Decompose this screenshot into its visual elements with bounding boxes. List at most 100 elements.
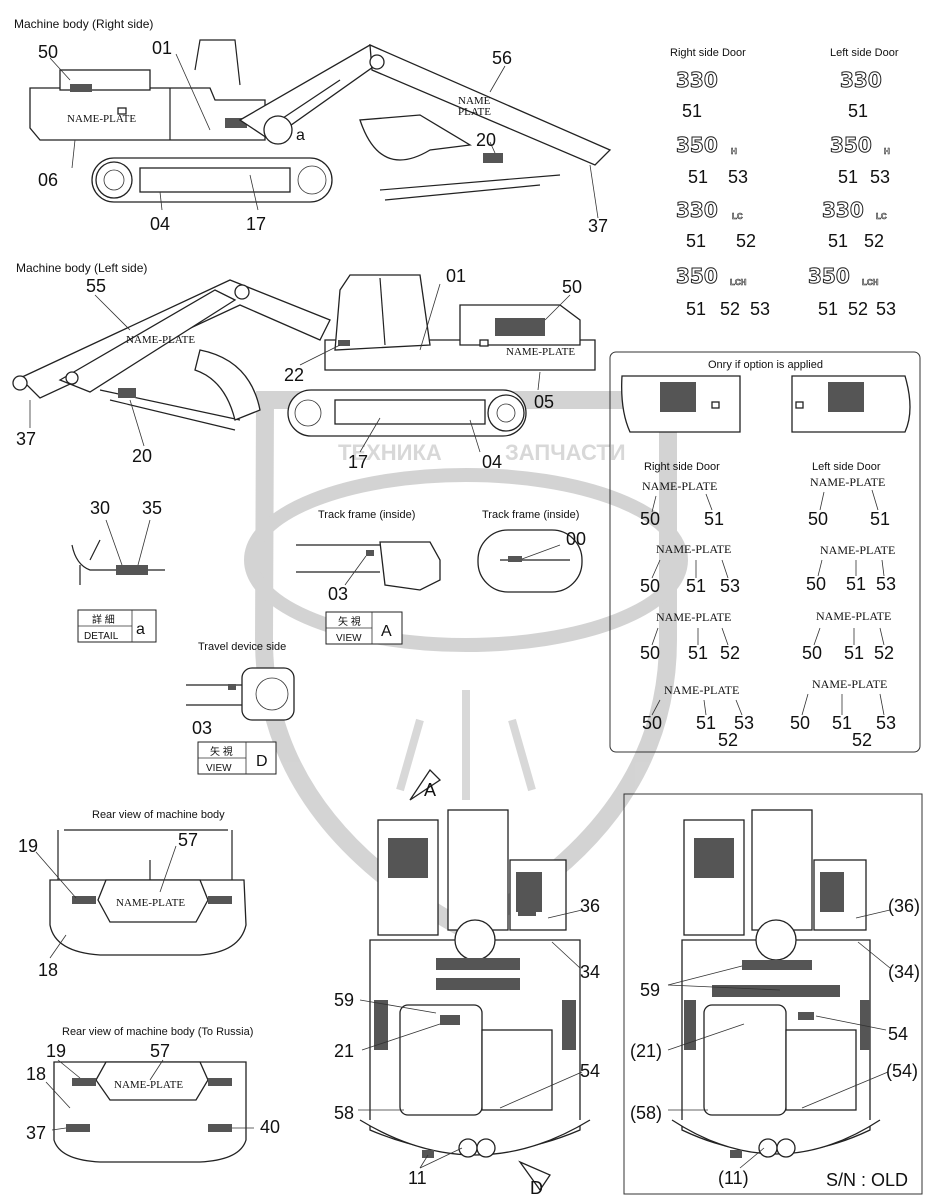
view-d-letter: D (256, 753, 268, 770)
badge-350-right: 350 (676, 264, 718, 288)
track-frame-title-2: Track frame (inside) (482, 509, 579, 521)
callout-30: 30 (90, 498, 110, 518)
view-a-box: 矢 視 VIEW A (325, 611, 403, 645)
callout-55: 55 (86, 276, 106, 296)
view-a-en-label: VIEW (336, 633, 362, 644)
watermark-right-text: ЗАПЧАСТИ (505, 440, 626, 465)
callout-52: 52 (720, 643, 740, 663)
callout-34-old: (34) (888, 962, 920, 982)
badge-lch-left: LCH (862, 278, 879, 287)
callout-59-old: 59 (640, 980, 660, 1000)
callout-36-old: (36) (888, 896, 920, 916)
view-d-en-label: VIEW (206, 763, 232, 774)
opt-nameplate-4-right: NAME-PLATE (664, 683, 739, 697)
badges-330: 330 330 (676, 68, 883, 93)
callout-53: 53 (876, 574, 896, 594)
callout-50: 50 (562, 277, 582, 297)
rear-nameplate: NAME-PLATE (116, 897, 185, 909)
callout-59: 59 (334, 990, 354, 1010)
callout-51: 51 (686, 576, 706, 596)
badges-350h: 350 H 350 H (676, 133, 891, 158)
view-a-arrow: A (409, 768, 442, 801)
callout-17: 17 (246, 214, 266, 234)
callout-54b-old: (54) (886, 1061, 918, 1081)
callout-52: 52 (848, 299, 868, 319)
badges-330lc: 330 LC 330 LC (676, 198, 888, 223)
right-side-title: Machine body (Right side) (14, 17, 153, 31)
callout-50: 50 (38, 42, 58, 62)
detail-a-sketch (71, 519, 165, 585)
excavator-right-side (29, 39, 612, 203)
rear-leaders (35, 845, 177, 959)
opt-nameplate-3-right: NAME-PLATE (656, 610, 731, 624)
serial-label: S/N : OLD (826, 1170, 908, 1190)
badge-350-right: 350 (676, 133, 718, 157)
left-door-title: Left side Door (830, 47, 899, 59)
track-frame-sketch-2 (477, 529, 583, 593)
travel-device-sketch (186, 667, 295, 721)
top-view-old-leaders (667, 909, 891, 1169)
view-d-box: 矢 視 VIEW D (197, 741, 277, 775)
callout-34: 34 (580, 962, 600, 982)
rear-view-russia-sketch (53, 1061, 247, 1163)
badge-h-right: H (731, 147, 737, 156)
badge-350-left: 350 (808, 264, 850, 288)
badge-lch-right: LCH (730, 278, 747, 287)
callout-03: 03 (328, 584, 348, 604)
left-side-title: Machine body (Left side) (16, 261, 147, 275)
callout-50: 50 (802, 643, 822, 663)
view-d-arrow-letter: D (530, 1178, 543, 1198)
option-door-sketches (621, 375, 911, 433)
opt-nameplate-3-left: NAME-PLATE (816, 609, 891, 623)
callout-04: 04 (482, 452, 502, 472)
callout-51: 51 (818, 299, 838, 319)
callout-51: 51 (686, 231, 706, 251)
badge-330-right: 330 (676, 68, 718, 92)
opt-nameplate-2-left: NAME-PLATE (820, 543, 895, 557)
callout-51: 51 (828, 231, 848, 251)
callout-51: 51 (704, 509, 724, 529)
top-view-sketch (359, 809, 591, 1158)
nameplate-right-body: NAME-PLATE (67, 113, 136, 125)
callout-52: 52 (718, 730, 738, 750)
callout-40: 40 (260, 1117, 280, 1137)
nameplate-left-boom: NAME-PLATE (126, 334, 195, 346)
callout-51: 51 (686, 299, 706, 319)
view-d-jp-label: 矢 視 (210, 745, 233, 758)
track-frame-sketch-1 (296, 541, 441, 591)
badge-330-left: 330 (840, 68, 882, 92)
callout-53: 53 (720, 576, 740, 596)
callout-50: 50 (806, 574, 826, 594)
opt-nameplate-1-right: NAME-PLATE (642, 479, 717, 493)
callout-54-old: 54 (888, 1024, 908, 1044)
leaders-right-side (49, 53, 599, 219)
callout-52: 52 (852, 730, 872, 750)
callout-51: 51 (848, 101, 868, 121)
callout-03: 03 (192, 718, 212, 738)
track-frame-title-1: Track frame (inside) (318, 509, 415, 521)
callout-18: 18 (26, 1064, 46, 1084)
badge-350-left: 350 (830, 133, 872, 157)
callout-57: 57 (178, 830, 198, 850)
callout-52: 52 (864, 231, 884, 251)
top-view-leaders (358, 909, 583, 1169)
view-a-letter: A (381, 623, 392, 640)
callout-51: 51 (846, 574, 866, 594)
option-right-door-title: Right side Door (644, 461, 720, 473)
callout-18: 18 (38, 960, 58, 980)
callout-51: 51 (682, 101, 702, 121)
callout-50: 50 (640, 643, 660, 663)
callout-11-old: (11) (718, 1168, 749, 1188)
callout-20: 20 (476, 130, 496, 150)
callout-51: 51 (870, 509, 890, 529)
callout-50: 50 (640, 576, 660, 596)
callout-51: 51 (838, 167, 858, 187)
callout-50: 50 (808, 509, 828, 529)
callout-21: 21 (334, 1041, 354, 1061)
opt-nameplate-2-right: NAME-PLATE (656, 542, 731, 556)
callout-53: 53 (734, 713, 754, 733)
callout-01: 01 (446, 266, 466, 286)
callout-37: 37 (16, 429, 36, 449)
top-view-old-sketch (671, 809, 881, 1158)
